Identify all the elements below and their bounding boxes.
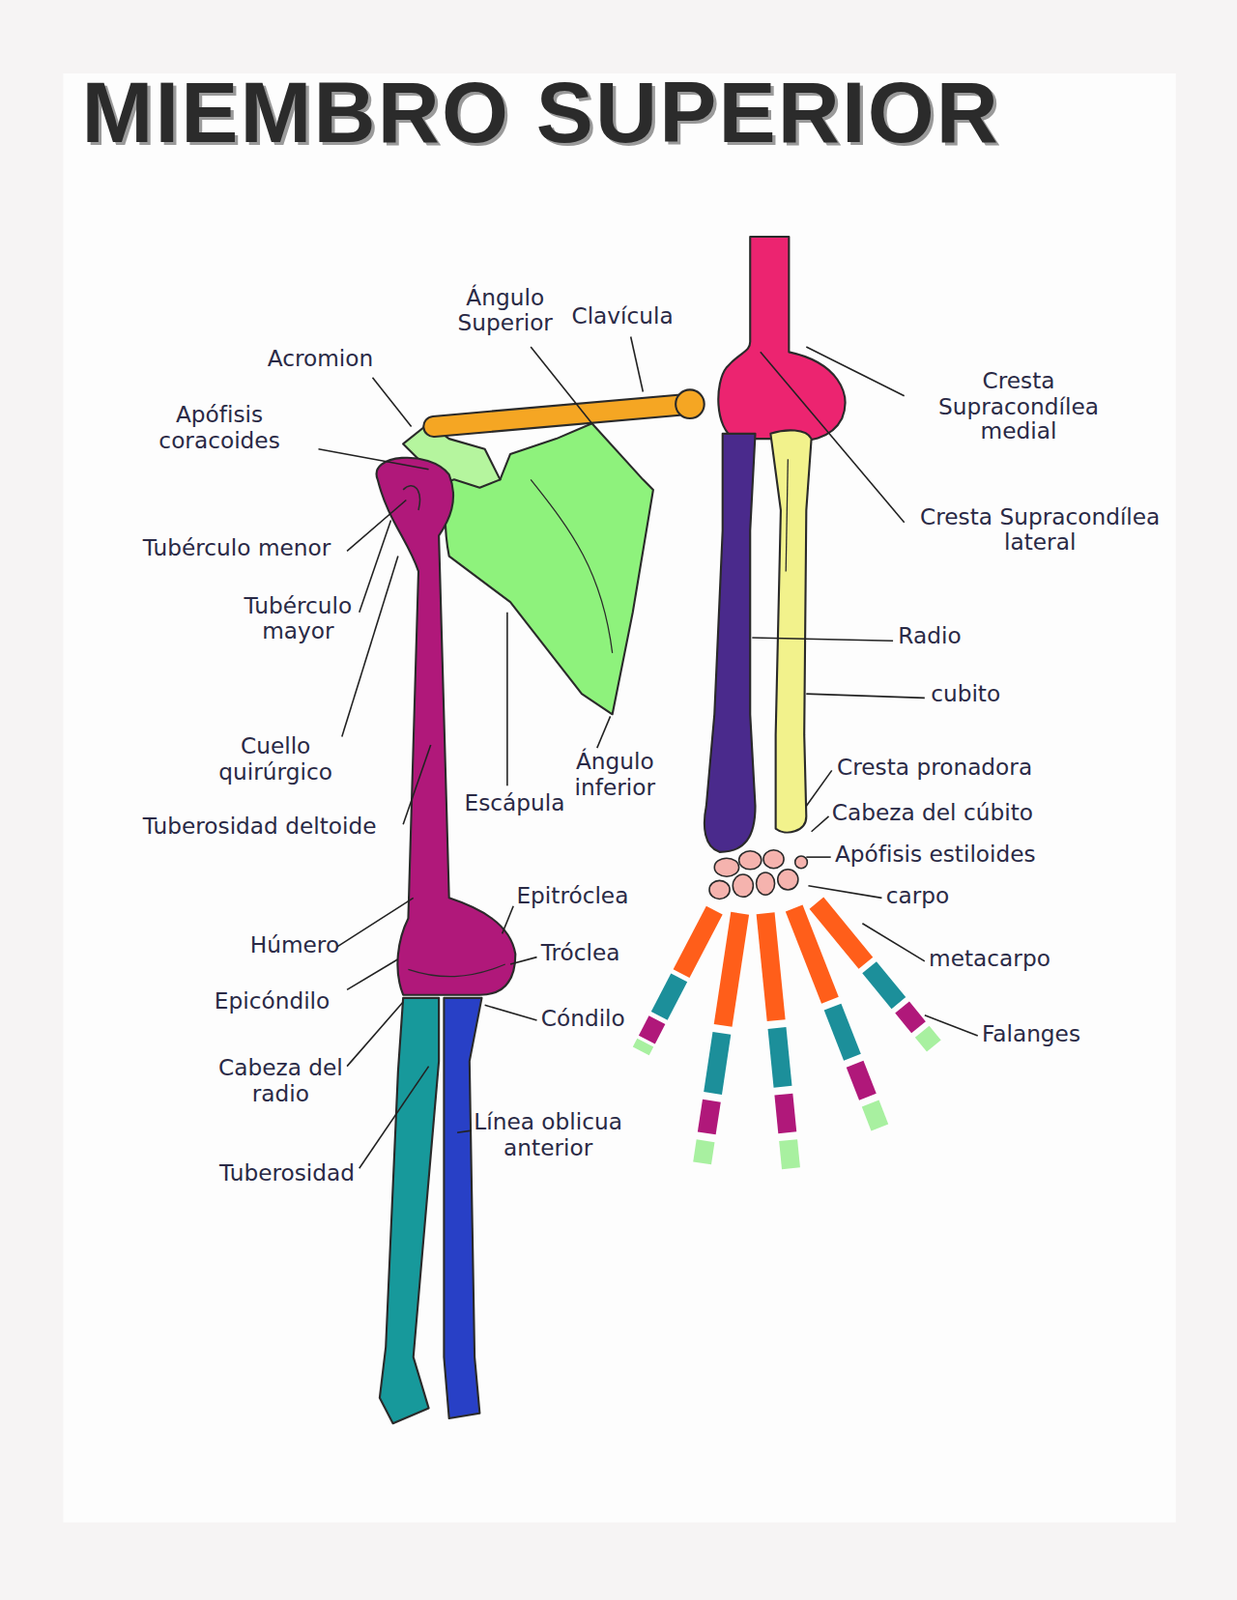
part-label: Falanges: [981, 1022, 1081, 1048]
part-label: Cabeza del cúbito: [832, 801, 1034, 827]
part-label: Cóndilo: [541, 1006, 626, 1033]
part-label: Epitróclea: [516, 884, 629, 910]
part-label: Ángulo Superior: [449, 286, 562, 337]
part-label: Húmero: [250, 933, 340, 959]
part-label: cubito: [930, 681, 1001, 707]
part-label: Clavícula: [571, 304, 673, 330]
part-label: Ángulo inferior: [550, 749, 679, 801]
part-label: carpo: [886, 884, 950, 910]
part-label: Tuberosidad: [219, 1161, 355, 1187]
part-label: Tróclea: [541, 941, 621, 967]
part-label: Acromion: [267, 346, 374, 373]
part-label: Tubérculo menor: [143, 535, 331, 561]
part-label: metacarpo: [928, 947, 1051, 973]
part-label: Cresta pronadora: [836, 755, 1033, 781]
part-label: Tubérculo mayor: [236, 594, 360, 645]
part-label: Cresta Supracondílea medial: [906, 369, 1131, 445]
part-label: Cuello quirúrgico: [209, 734, 343, 785]
part-label: Apófisis coracoides: [138, 402, 302, 454]
part-label: Radio: [897, 624, 961, 650]
part-label: Apófisis estiloides: [834, 842, 1036, 868]
part-label: Cresta Supracondílea lateral: [906, 505, 1175, 556]
page-title: MIEMBRO SUPERIOR: [81, 62, 1001, 162]
part-label: Escápula: [464, 790, 566, 816]
part-label: Tuberosidad deltoide: [143, 814, 377, 840]
part-label: Línea oblicua anterior: [471, 1110, 625, 1161]
part-label: Cabeza del radio: [203, 1056, 357, 1107]
part-label: Epicóndilo: [214, 989, 330, 1015]
